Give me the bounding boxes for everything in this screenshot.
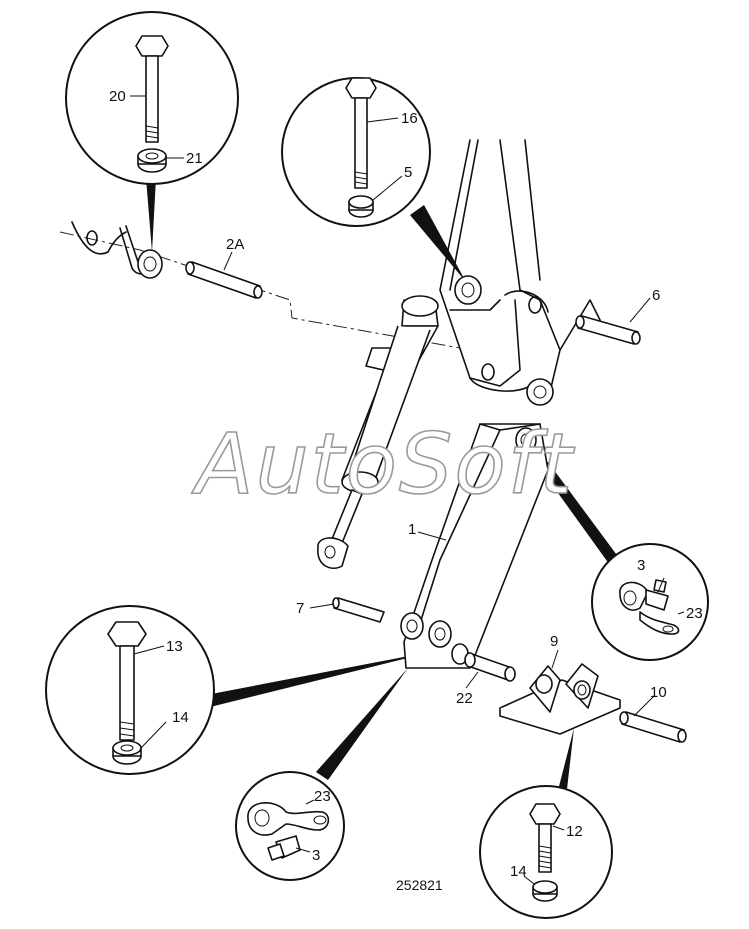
frame-and-centreline bbox=[59, 139, 601, 401]
pin-2a bbox=[185, 261, 263, 299]
callout-5: 5 bbox=[404, 164, 412, 181]
callout-20: 20 bbox=[109, 88, 126, 105]
callout-labels: 20 21 2A 16 5 6 1 3 23 7 9 10 13 14 22 2… bbox=[109, 88, 703, 880]
callout-16: 16 bbox=[401, 110, 418, 127]
bush-22 bbox=[464, 652, 516, 682]
detail-circle-bolt-16 bbox=[281, 77, 431, 227]
callout-12: 12 bbox=[566, 823, 583, 840]
pin-10 bbox=[619, 711, 687, 743]
label-leaders bbox=[223, 251, 655, 717]
detail-circle-grease-nipple-left bbox=[235, 771, 345, 881]
callout-23-right: 23 bbox=[686, 605, 703, 622]
callout-22: 22 bbox=[456, 690, 473, 707]
hydraulic-ram bbox=[317, 295, 439, 570]
callout-23-left: 23 bbox=[314, 788, 331, 805]
detail-circle-bolt-12 bbox=[479, 785, 613, 919]
callout-21: 21 bbox=[186, 150, 203, 167]
callout-7: 7 bbox=[296, 600, 304, 617]
callout-2a: 2A bbox=[226, 236, 244, 253]
callout-9: 9 bbox=[550, 633, 558, 650]
frame-bushings bbox=[137, 249, 554, 406]
detail-circle-grease-nipple-right bbox=[591, 543, 709, 661]
callout-1: 1 bbox=[408, 521, 416, 538]
bracket-9 bbox=[499, 663, 621, 735]
reference-number: 252821 bbox=[396, 877, 443, 893]
detail-circle-bolt-13 bbox=[45, 605, 215, 775]
callout-3-left: 3 bbox=[312, 847, 320, 864]
arm-1 bbox=[400, 423, 549, 669]
callout-3-right: 3 bbox=[637, 557, 645, 574]
callout-14-right: 14 bbox=[510, 863, 527, 880]
pin-6 bbox=[575, 315, 641, 345]
leader-wedges bbox=[146, 178, 622, 798]
callout-14-left: 14 bbox=[172, 709, 189, 726]
watermark: AutoSoft bbox=[191, 415, 575, 513]
detail-circle-bolt-20 bbox=[65, 11, 239, 185]
pin-7 bbox=[332, 597, 385, 623]
callout-13: 13 bbox=[166, 638, 183, 655]
callout-6: 6 bbox=[652, 287, 660, 304]
callout-10: 10 bbox=[650, 684, 667, 701]
